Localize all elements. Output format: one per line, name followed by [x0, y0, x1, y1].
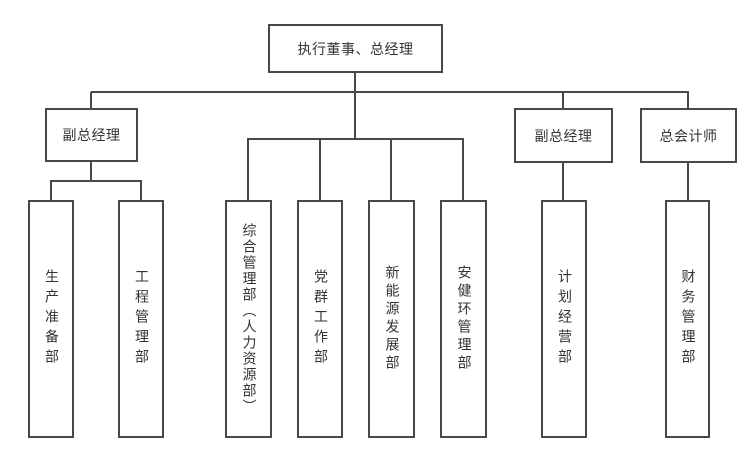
connector-accountant-to-finance [687, 163, 689, 200]
connector-mid-horizontal [247, 138, 464, 140]
connector-drop-party-work [319, 139, 321, 200]
org-node-label: 新能源发展部 [383, 265, 400, 373]
connector-root-trunk [354, 73, 356, 139]
org-node-label: 财务管理部 [679, 269, 696, 369]
org-node-label: 执行董事、总经理 [297, 41, 414, 58]
org-node-dept-general-admin-hr: 综合管理部（人力资源部） [225, 200, 272, 438]
connector-deputy-left-horizontal [50, 180, 142, 182]
org-node-dept-engineering-mgmt: 工程管理部 [118, 200, 164, 438]
connector-drop-production-prep [50, 181, 52, 200]
connector-drop-chief-accountant [687, 92, 689, 108]
connector-deputy-left-trunk [90, 162, 92, 182]
connector-drop-safety-health-env [462, 139, 464, 200]
connector-deputy-right-to-planning [562, 163, 564, 200]
connector-level1-horizontal [91, 91, 689, 93]
org-node-dept-planning-operations: 计划经营部 [541, 200, 587, 438]
org-node-label: 党群工作部 [312, 269, 328, 369]
org-node-dept-party-work: 党群工作部 [297, 200, 343, 438]
org-node-deputy-gm-left: 副总经理 [45, 108, 138, 162]
connector-drop-deputy-gm-left [90, 92, 92, 108]
org-node-chief-accountant: 总会计师 [640, 108, 737, 163]
connector-drop-engineering-mgmt [140, 181, 142, 200]
org-node-label: 计划经营部 [556, 269, 572, 369]
org-node-dept-finance-mgmt: 财务管理部 [665, 200, 710, 438]
org-node-dept-production-prep: 生产准备部 [28, 200, 74, 438]
org-node-executive-director-gm: 执行董事、总经理 [268, 24, 443, 73]
org-node-label: 工程管理部 [133, 269, 149, 369]
org-node-label: 综合管理部（人力资源部） [240, 223, 257, 415]
org-node-label: 副总经理 [534, 128, 593, 145]
connector-drop-new-energy [390, 139, 392, 200]
connector-drop-deputy-gm-right [562, 92, 564, 108]
org-node-dept-safety-health-env: 安健环管理部 [440, 200, 487, 438]
org-node-deputy-gm-right: 副总经理 [514, 108, 613, 163]
org-node-dept-new-energy: 新能源发展部 [368, 200, 415, 438]
org-node-label: 总会计师 [659, 128, 718, 145]
connector-drop-general-admin [247, 139, 249, 200]
org-node-label: 安健环管理部 [455, 265, 472, 373]
org-node-label: 生产准备部 [43, 269, 59, 369]
org-node-label: 副总经理 [62, 128, 121, 144]
